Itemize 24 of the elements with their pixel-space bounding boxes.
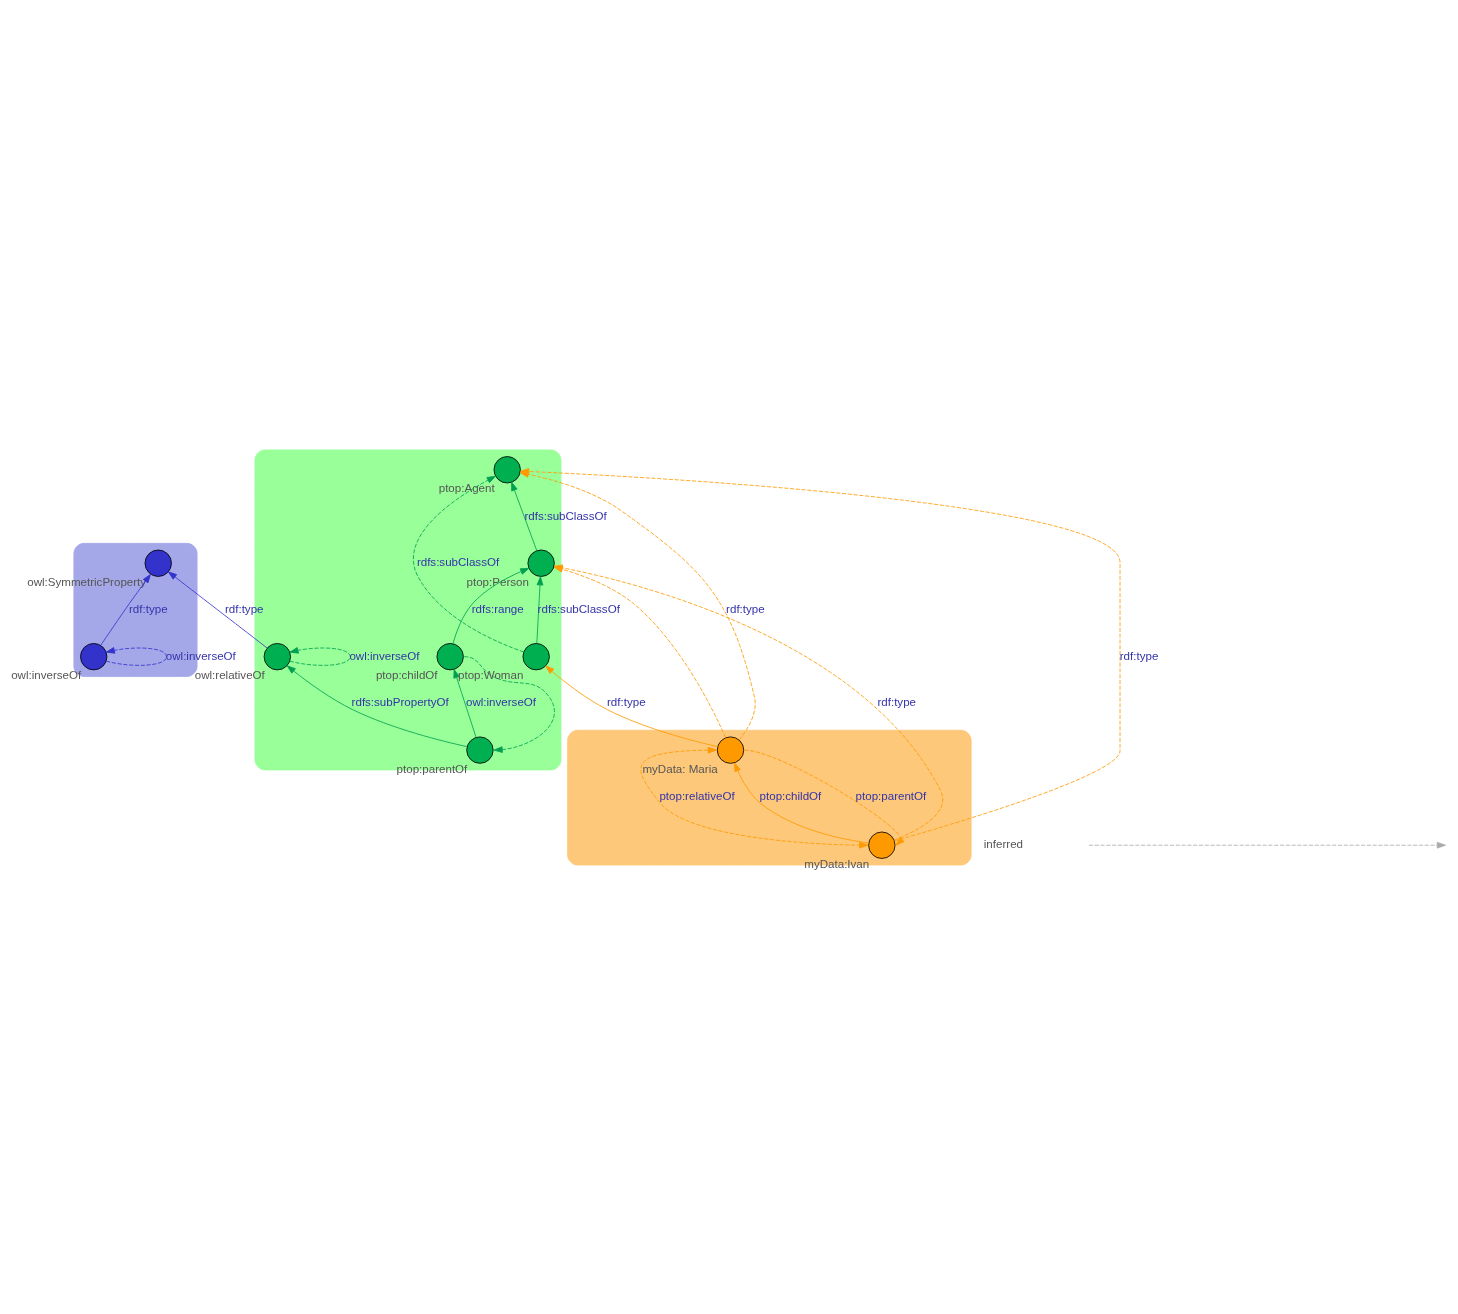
edge-label: rdf:type	[224, 602, 264, 615]
edge-label: ptop:childOf	[759, 789, 822, 802]
edge-label: owl:inverseOf	[165, 649, 236, 662]
node-label: ptop:Woman	[458, 668, 524, 681]
node-label: ptop:Agent	[438, 481, 495, 494]
edge-label: rdf:type	[607, 695, 646, 708]
edge-label: rdf:type	[129, 602, 168, 615]
edge-label: owl:inverseOf	[349, 649, 420, 662]
edge-label: rdf:type	[726, 602, 765, 615]
edge-label: ptop:relativeOf	[659, 789, 735, 802]
node-label: ptop:childOf	[375, 668, 438, 681]
node-label: ptop:Person	[466, 575, 529, 588]
edge-label: owl:inverseOf	[465, 695, 537, 708]
edge-label: rdfs:subClassOf	[524, 509, 607, 522]
node-label: myData: Maria	[642, 762, 718, 775]
edge-label: rdfs:range	[471, 602, 524, 615]
edge-label: ptop:parentOf	[855, 789, 927, 802]
edge-label: rdfs:subClassOf	[416, 555, 500, 568]
legend-label: inferred	[983, 837, 1024, 850]
edge-label: rdfs:subPropertyOf	[351, 695, 449, 708]
edge-label: rdf:type	[877, 695, 917, 708]
edge-label: rdf:type	[1119, 649, 1159, 662]
node-label: ptop:parentOf	[396, 762, 468, 775]
node-label: owl:inverseOf	[11, 668, 82, 681]
